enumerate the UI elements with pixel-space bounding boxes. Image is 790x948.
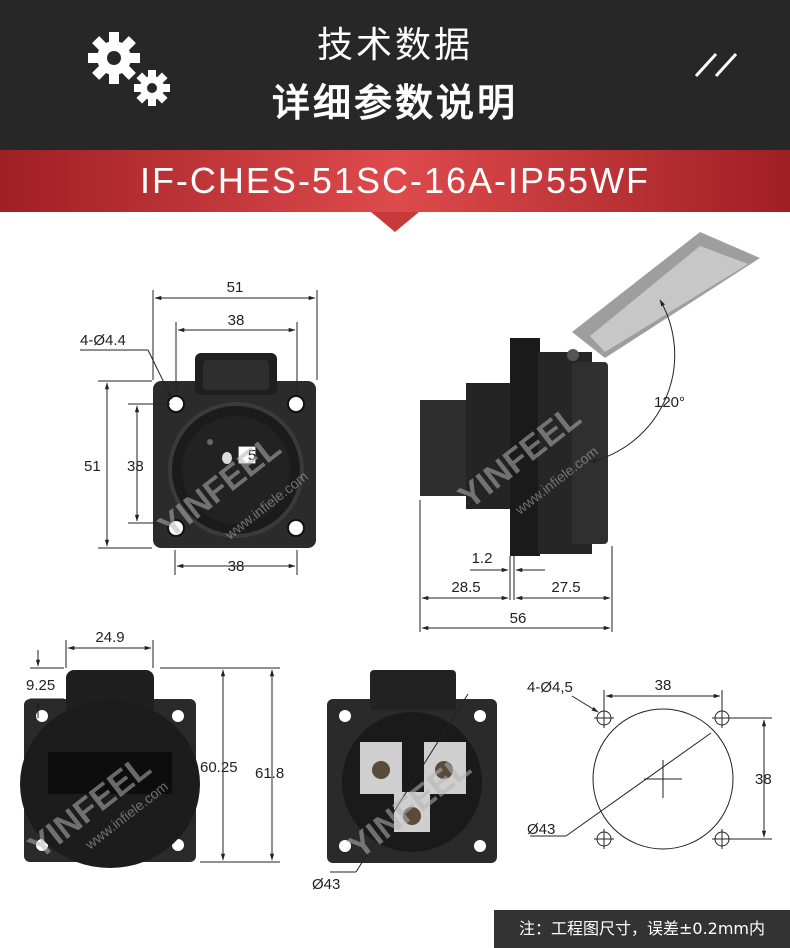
cover-height-a-label: 60.25 (200, 759, 238, 776)
side-angle-label: 120° (654, 394, 685, 411)
cutout-hole-label: 4-Ø4,5 (527, 679, 573, 696)
side-rear-depth-label: 28.5 (451, 579, 480, 596)
panel-cutout (530, 690, 772, 850)
front-width-outer-label: 51 (227, 279, 244, 296)
header-bar: 技术数据 详细参数说明 (0, 0, 790, 150)
cutout-diameter-label: Ø43 (527, 821, 555, 838)
front-pin-spacing-label: 19 (228, 491, 245, 508)
banner-arrow (371, 212, 419, 232)
cover-height-b-label: 61.8 (255, 765, 284, 782)
cover-view (20, 670, 200, 868)
front-height-outer-label: 51 (84, 458, 101, 475)
front-bottom-width-label: 38 (228, 558, 245, 575)
gear-icon (86, 26, 176, 111)
tolerance-note: 注：工程图尺寸，误差±0.2mm内 (494, 910, 790, 948)
cover-hinge-width-label: 24.9 (95, 629, 124, 646)
front-view (153, 353, 316, 548)
model-banner (0, 150, 790, 212)
front-width-inner-label: 38 (228, 312, 245, 329)
cutout-height-label: 38 (755, 771, 772, 788)
front-hole-label: 4-Ø4.4 (80, 332, 126, 349)
side-front-depth-label: 27.5 (551, 579, 580, 596)
front-height-inner-label: 38 (127, 458, 144, 475)
front-pin-detail-label: 5 (248, 447, 256, 464)
double-slash-icon (694, 52, 744, 78)
header-title: 技术数据 (316, 25, 473, 66)
rear-view (327, 670, 497, 863)
side-total-depth-label: 56 (510, 610, 527, 627)
rear-diameter-label: Ø43 (312, 876, 340, 893)
side-thickness-label: 1.2 (472, 550, 493, 567)
cover-hinge-offset-label: 9.25 (26, 677, 55, 694)
cutout-width-label: 38 (655, 677, 672, 694)
model-number: IF-CHES-51SC-16A-IP55WF (139, 160, 651, 201)
header-subtitle: 详细参数说明 (271, 81, 518, 125)
